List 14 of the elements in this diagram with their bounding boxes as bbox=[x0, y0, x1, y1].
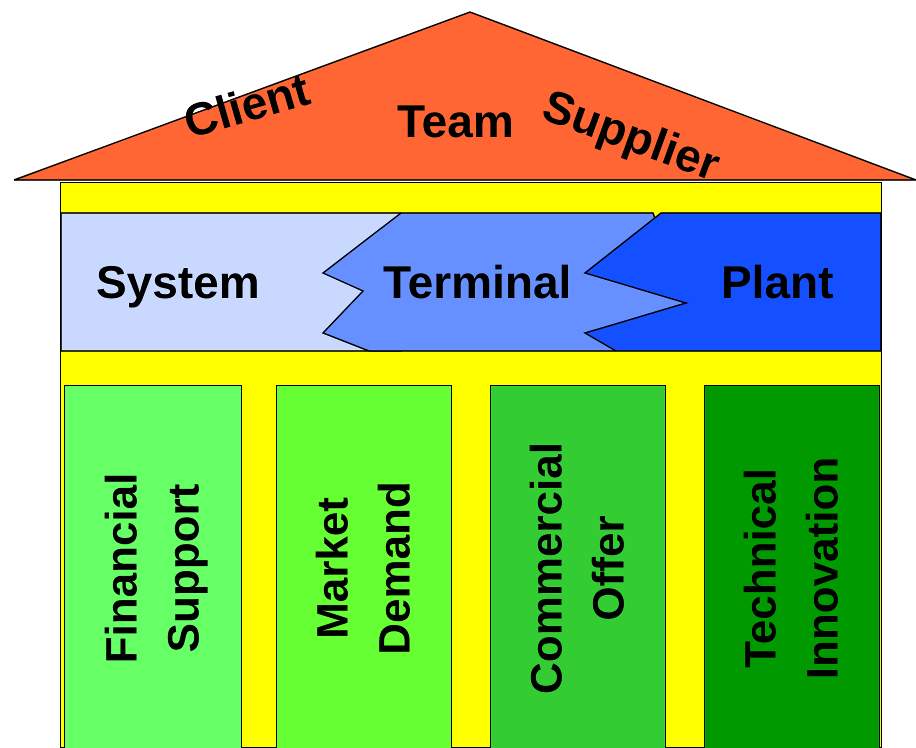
building-body bbox=[60, 182, 882, 748]
label-text: System bbox=[96, 259, 260, 305]
pillar bbox=[704, 385, 880, 748]
label-text: Commercial Offer bbox=[521, 441, 634, 696]
pillar bbox=[490, 385, 666, 748]
label-text: Terminal bbox=[383, 259, 572, 305]
pillar bbox=[276, 385, 452, 748]
label-text: Team bbox=[397, 98, 514, 144]
label-text: Plant bbox=[721, 259, 834, 305]
label-text: Market Demand bbox=[307, 480, 420, 657]
pillar bbox=[64, 385, 242, 748]
label-text: Client bbox=[178, 66, 314, 146]
label-text: Financial Support bbox=[96, 472, 209, 666]
label-text: Technical Innovation bbox=[735, 456, 848, 682]
